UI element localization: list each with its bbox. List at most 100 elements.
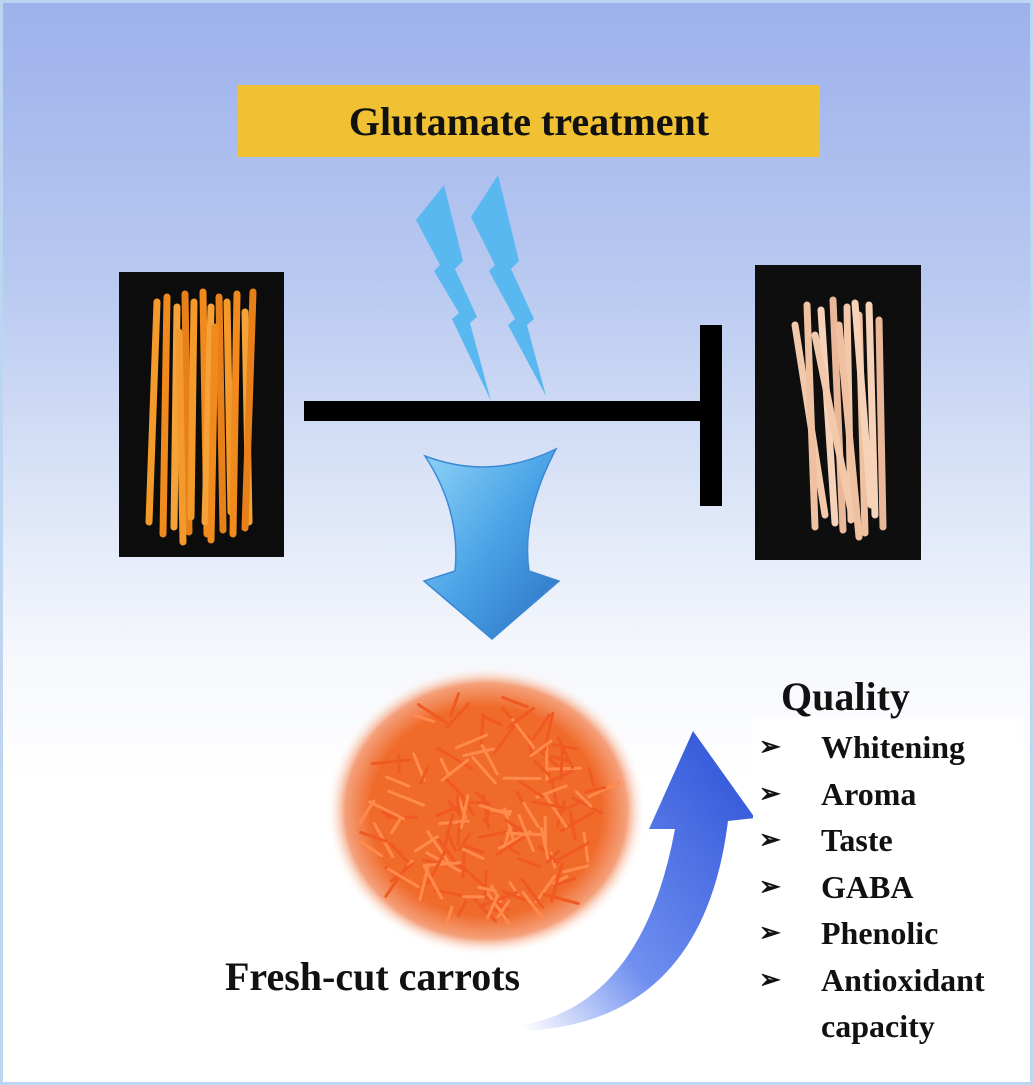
- carrot-stick: [542, 892, 580, 906]
- carrot-stick: [145, 298, 161, 526]
- carrot-stick: [207, 323, 219, 544]
- carrot-stick: [417, 703, 449, 725]
- carrot-stick: [550, 778, 559, 808]
- carrot-stick: [175, 328, 187, 546]
- carrot-stick: [503, 818, 525, 834]
- carrot-stick: [517, 857, 542, 868]
- carrot-stick: [413, 714, 436, 723]
- carrot-stick: [518, 779, 544, 798]
- carrot-stick: [386, 867, 420, 889]
- carrot-stick: [461, 847, 485, 861]
- carrot-stick: [442, 775, 464, 797]
- carrot-stick: [241, 288, 257, 532]
- carrot-stick: [537, 748, 563, 772]
- fresh-cut-carrots-caption: Fresh-cut carrots: [225, 954, 521, 999]
- treatment-title-box: Glutamate treatment: [238, 85, 820, 157]
- carrot-stick: [520, 877, 545, 909]
- carrot-stick: [445, 905, 454, 926]
- carrot-stick: [544, 795, 568, 829]
- carrot-stick: [456, 822, 461, 846]
- carrot-stick: [471, 755, 497, 785]
- carrot-stick: [559, 743, 565, 781]
- carrot-stick: [548, 766, 583, 771]
- carrot-stick: [455, 794, 461, 816]
- carrot-stick: [497, 830, 532, 850]
- carrot-stick: [521, 890, 545, 920]
- carrot-stick: [549, 754, 571, 763]
- carrot-stick: [551, 743, 578, 751]
- carrot-stick: [568, 809, 577, 841]
- carrot-stick: [556, 800, 566, 828]
- curved-up-arrow-icon: [523, 731, 755, 1031]
- lightning-bolt-icon: [471, 175, 546, 396]
- carrot-stick: [571, 796, 603, 815]
- carrot-stick: [468, 800, 491, 805]
- carrot-stick: [851, 299, 875, 509]
- fresh-carrot-sticks-photo: [119, 272, 284, 557]
- quality-heading: Quality: [781, 674, 910, 719]
- diagram-arrows: [304, 175, 755, 1031]
- carrot-stick: [522, 801, 540, 828]
- arrow-bullet-icon: ➢: [759, 871, 781, 901]
- carrot-stick: [385, 775, 411, 788]
- carrot-stick: [390, 817, 402, 835]
- carrot-stick: [449, 692, 461, 717]
- carrot-stick: [495, 835, 526, 856]
- carrot-stick: [835, 321, 863, 541]
- carrot-stick: [436, 746, 474, 771]
- carrot-stick: [423, 861, 462, 867]
- carrot-stick: [562, 864, 590, 874]
- carrot-stick: [464, 844, 485, 854]
- carrot-stick: [811, 331, 855, 515]
- carrot-stick: [511, 718, 536, 750]
- carrot-stick: [387, 789, 425, 807]
- carrot-stick: [425, 851, 462, 873]
- carrot-stick: [159, 293, 171, 538]
- carrot-stick: [473, 898, 498, 923]
- carrot-stick: [481, 793, 490, 830]
- carrot-stick: [388, 842, 410, 864]
- carrot-stick: [456, 899, 468, 917]
- carrot-stick: [443, 813, 455, 846]
- carrot-stick: [506, 706, 536, 729]
- carrot-stick: [481, 714, 503, 726]
- carrot-stick: [359, 840, 384, 858]
- carrot-stick: [433, 888, 467, 898]
- carrot-stick: [501, 695, 529, 709]
- carrot-stick: [803, 301, 819, 531]
- carrot-stick: [545, 849, 561, 864]
- carrot-stick: [426, 830, 451, 865]
- carrot-stick: [549, 862, 564, 903]
- arrow-bullet-icon: ➢: [759, 918, 781, 947]
- carrot-stick: [817, 306, 839, 527]
- carrot-stick: [187, 298, 198, 521]
- carrot-stick: [582, 831, 590, 863]
- carrot-stick: [529, 739, 553, 758]
- carrot-stick: [575, 790, 593, 808]
- carrot-stick: [485, 890, 510, 925]
- carrot-stick: [215, 293, 227, 534]
- carrot-stick: [501, 828, 511, 853]
- carrot-stick: [422, 864, 444, 900]
- carrot-stick: [587, 781, 621, 799]
- carrot-stick: [492, 724, 516, 755]
- treatment-title: Glutamate treatment: [348, 98, 710, 144]
- carrot-stick: [502, 890, 527, 902]
- carrot-stick: [829, 296, 847, 534]
- carrot-stick: [455, 733, 489, 750]
- carrot-stick: [477, 885, 498, 893]
- carrot-stick: [533, 759, 551, 778]
- carrot-stick: [445, 702, 471, 729]
- carrot-stick: [556, 736, 574, 770]
- carrot-stick: [461, 846, 467, 879]
- carrot-stick: [439, 757, 450, 776]
- carrot-stick: [457, 832, 471, 851]
- arrow-bullet-icon: ➢: [759, 964, 781, 994]
- carrot-stick: [486, 893, 500, 920]
- carrot-stick: [419, 766, 429, 785]
- carrot-stick: [462, 747, 495, 758]
- arrow-bullet-icon: ➢: [759, 778, 781, 808]
- arrow-bullet-icon: ➢: [759, 732, 781, 761]
- carrot-stick: [368, 800, 405, 821]
